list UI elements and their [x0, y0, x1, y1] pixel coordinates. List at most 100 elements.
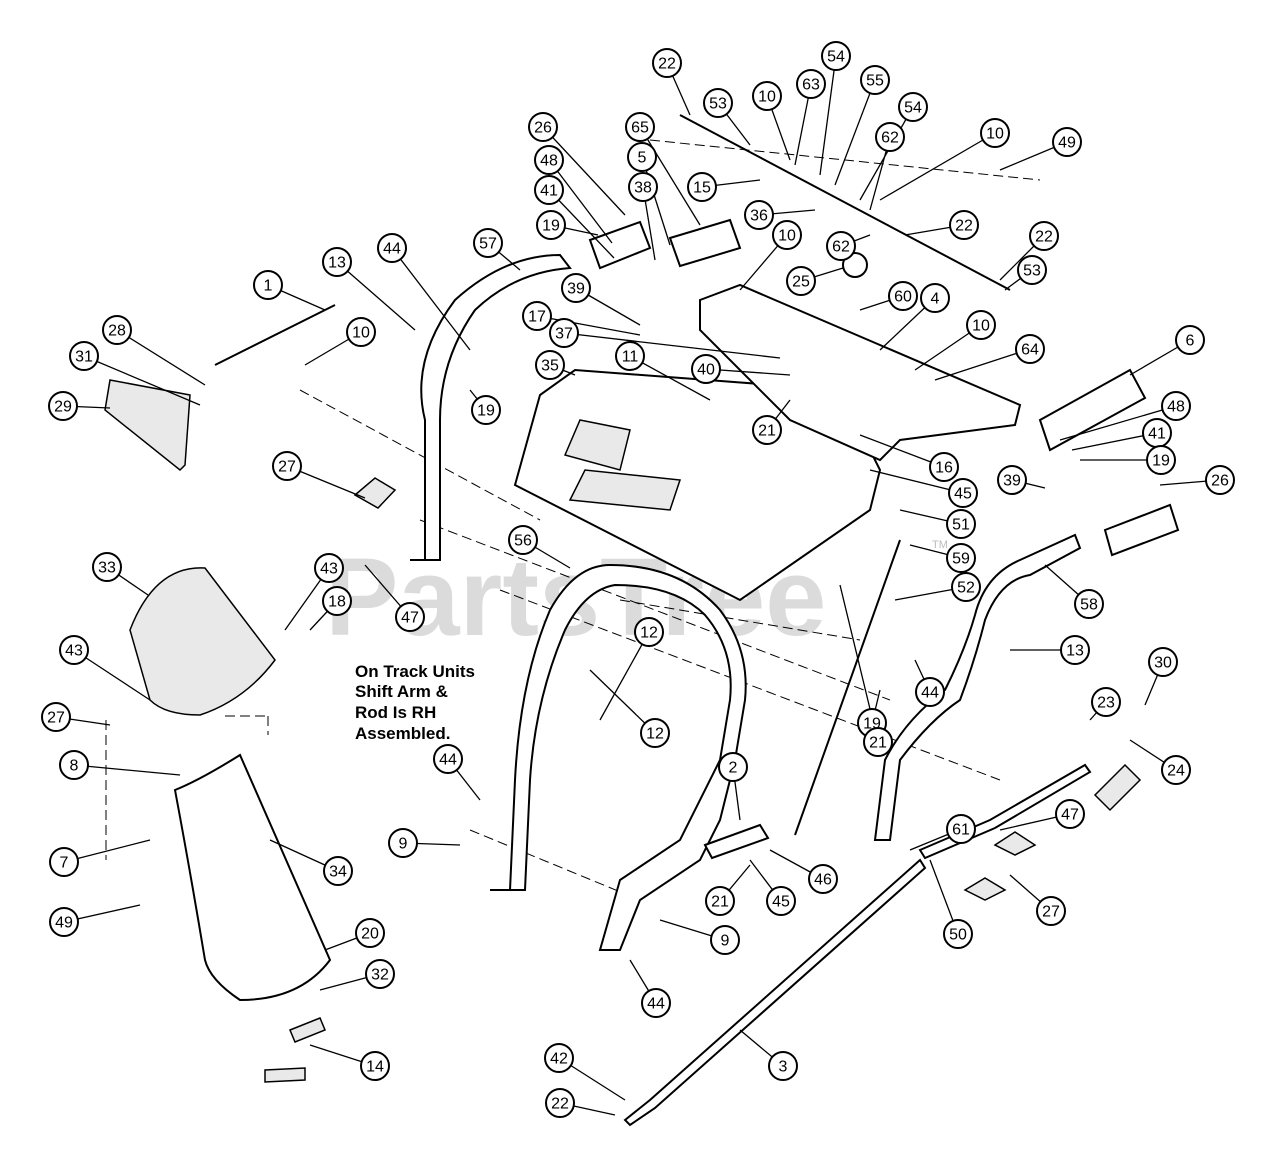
leader-line	[589, 669, 656, 734]
callout-circle	[691, 354, 721, 384]
callout-circle	[860, 65, 890, 95]
callout-circle	[929, 452, 959, 482]
callout-circle	[687, 172, 717, 202]
callout-47: 47	[1055, 799, 1085, 829]
callout-circle	[808, 864, 838, 894]
callout-27: 27	[272, 451, 302, 481]
callout-circle	[920, 283, 950, 313]
callout-circle	[946, 814, 976, 844]
callout-circle	[549, 318, 579, 348]
callout-circle	[1029, 221, 1059, 251]
callout-label: 34	[329, 864, 347, 881]
callout-2: 2	[718, 752, 748, 782]
callout-41: 41	[1142, 418, 1172, 448]
callout-21: 21	[863, 727, 893, 757]
callout-label: 46	[814, 872, 832, 889]
callout-label: 26	[534, 120, 552, 137]
callout-51: 51	[946, 509, 976, 539]
chute-deflector	[129, 567, 276, 716]
leader-line	[834, 79, 876, 186]
callout-47: 47	[395, 602, 425, 632]
callout-44: 44	[915, 677, 945, 707]
callout-29: 29	[48, 391, 78, 421]
callout-label: 44	[439, 752, 457, 769]
leader-line	[563, 332, 781, 359]
chute-rotor-knob	[842, 252, 868, 278]
callout-circle	[943, 919, 973, 949]
callout-circle	[561, 273, 591, 303]
callout-label: 11	[622, 349, 639, 366]
dashboard-display	[568, 469, 682, 511]
callout-26: 26	[1205, 465, 1235, 495]
callout-63: 63	[796, 69, 826, 99]
callout-18: 18	[322, 586, 352, 616]
callout-21: 21	[705, 886, 735, 916]
callout-27: 27	[41, 702, 71, 732]
callout-label: 56	[514, 533, 532, 550]
leader-line	[116, 329, 206, 386]
callout-26: 26	[528, 112, 558, 142]
chute-clamp-upper	[289, 1017, 326, 1043]
callout-13: 13	[1060, 635, 1090, 665]
callout-4: 4	[920, 283, 950, 313]
callout-circle	[634, 617, 664, 647]
callout-label: 9	[721, 933, 730, 950]
knob-lower-right	[963, 877, 1007, 901]
callout-label: 24	[1167, 763, 1185, 780]
left-grip	[588, 220, 652, 270]
callout-circle	[1148, 647, 1178, 677]
callout-42: 42	[544, 1043, 574, 1073]
callout-circle	[49, 847, 79, 877]
callout-circle	[355, 918, 385, 948]
callout-label: 39	[1003, 473, 1021, 490]
callout-1: 1	[253, 270, 283, 300]
callout-circle	[1091, 687, 1121, 717]
callout-label: 22	[658, 56, 676, 73]
watermark-trademark: TM	[932, 539, 948, 551]
callout-circle	[826, 231, 856, 261]
callout-circle	[1052, 127, 1082, 157]
callout-62: 62	[875, 122, 905, 152]
callout-label: 50	[949, 927, 967, 944]
callout-circle	[471, 395, 501, 425]
callout-label: 23	[1097, 695, 1115, 712]
callout-label: 19	[542, 218, 560, 235]
callout-10: 10	[980, 118, 1010, 148]
callout-43: 43	[314, 553, 344, 583]
callout-12: 12	[640, 718, 670, 748]
callout-label: 44	[921, 685, 939, 702]
callout-circle	[744, 200, 774, 230]
callout-label: 43	[65, 643, 83, 660]
callout-label: 16	[935, 460, 953, 477]
callout-7: 7	[49, 847, 79, 877]
callout-circle	[821, 41, 851, 71]
callout-label: 53	[709, 96, 727, 113]
callout-label: 40	[697, 362, 715, 379]
callout-circle	[1055, 799, 1085, 829]
callout-circle	[545, 1088, 575, 1118]
callout-circle	[272, 451, 302, 481]
callout-label: 48	[1167, 399, 1185, 416]
callout-48: 48	[1161, 391, 1191, 421]
callout-40: 40	[691, 354, 721, 384]
callout-circle	[786, 266, 816, 296]
shift-knob	[1093, 763, 1142, 812]
callout-label: 25	[792, 274, 810, 291]
callout-circle	[615, 341, 645, 371]
callout-label: 21	[869, 735, 887, 752]
callout-circle	[863, 727, 893, 757]
discharge-chute	[173, 753, 332, 1002]
callout-label: 10	[758, 89, 776, 106]
leader-line	[336, 261, 416, 331]
callout-label: 35	[541, 358, 559, 375]
callout-circle	[718, 752, 748, 782]
callout-circle	[898, 92, 928, 122]
callout-62: 62	[826, 231, 856, 261]
leader-line	[73, 764, 181, 776]
callout-label: 47	[1061, 807, 1079, 824]
callout-28: 28	[102, 315, 132, 345]
callout-17: 17	[522, 301, 552, 331]
callout-circle	[1036, 896, 1066, 926]
callout-label: 47	[401, 610, 419, 627]
callout-10: 10	[772, 220, 802, 250]
